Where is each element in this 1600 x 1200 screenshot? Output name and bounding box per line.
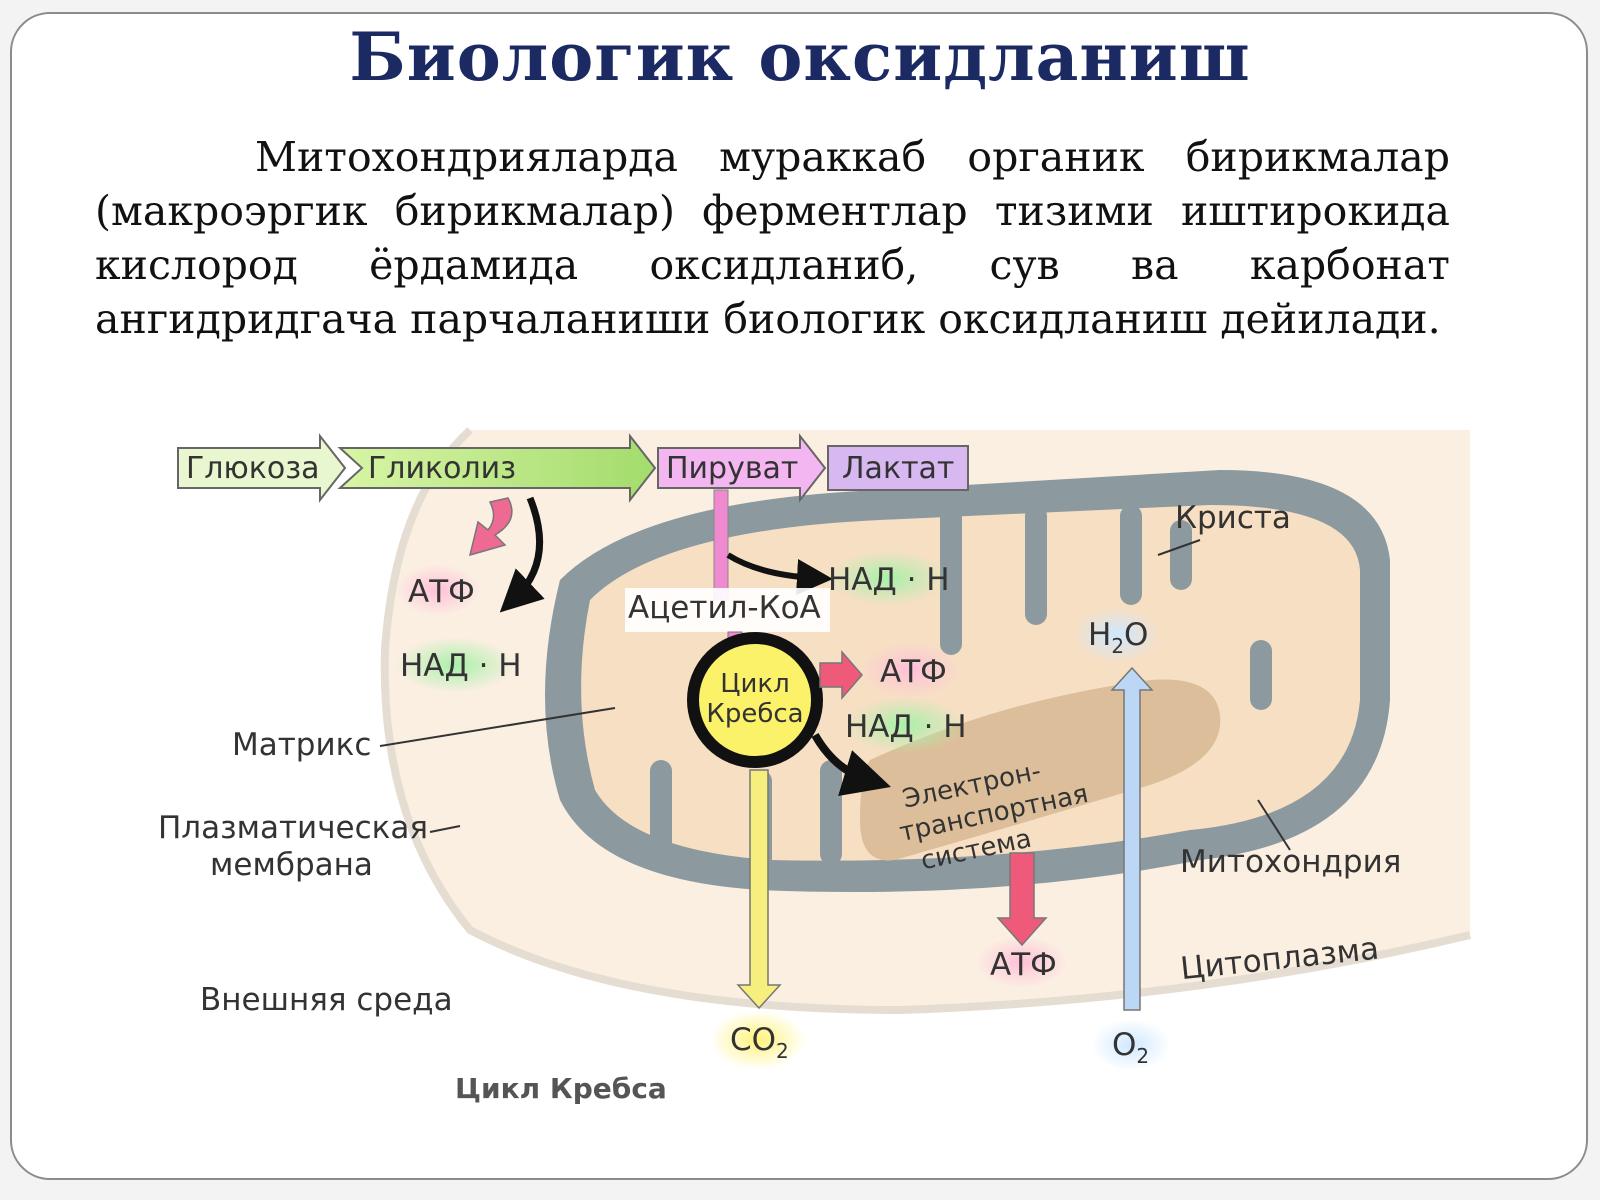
crista-label: Криста: [1175, 500, 1291, 536]
pyruvate-label: Пируват: [666, 451, 798, 486]
co2-arrow: [736, 769, 782, 1010]
krebs-atp-arrow: [819, 649, 863, 701]
plasma-membrane-icon: [380, 427, 1471, 1015]
glycolysis-label: Гликолиз: [368, 451, 516, 486]
h2o-glow: [1073, 607, 1161, 663]
nadh-glow: [845, 697, 965, 753]
nadh-glow: [395, 637, 515, 693]
krebs-to-etc-arrow: [811, 732, 891, 796]
nadh-arrow-icon: [499, 496, 545, 613]
o2-glow: [1091, 1019, 1171, 1071]
nadh-glow: [828, 550, 948, 606]
matrix-leader: [379, 707, 616, 747]
mitochondria-leader: [1257, 799, 1291, 851]
figure-caption: Цикл Кребса: [455, 1072, 667, 1105]
matrix-label: Матрикс: [232, 727, 371, 763]
nadh-label: НАД · Н: [400, 648, 522, 684]
acetyl-coa-label: Ацетил-КоА: [628, 590, 821, 626]
membrane-label: мембрана: [210, 847, 373, 883]
lactate-box: [827, 445, 969, 491]
etc-atp-arrow: [996, 852, 1048, 947]
pyruvate-down-arrow: [713, 489, 729, 601]
o2-arrow: [1110, 666, 1154, 1011]
nadh-label: НАД · Н: [845, 709, 967, 745]
lactate-label: Лактат: [842, 451, 954, 486]
atp-glow: [976, 936, 1068, 988]
atp-arrow-icon: [468, 497, 513, 557]
to-nadh-arrow: [726, 552, 833, 595]
co2-label: CO2: [730, 1022, 789, 1063]
atp-label: АТФ: [990, 947, 1057, 983]
definition-paragraph: Митохондрияларда мураккаб органик бирикм…: [95, 133, 1450, 343]
slide-title: Биологик оксидланиш: [349, 18, 1251, 96]
glucose-label: Глюкоза: [186, 451, 320, 486]
crista-leader: [1157, 539, 1201, 556]
co2-glow: [710, 1010, 806, 1070]
atp-glow: [396, 564, 480, 616]
acetyl-coa-box: [625, 588, 830, 632]
o2-label: O2: [1112, 1027, 1149, 1068]
h2o-label: H2O: [1088, 617, 1148, 658]
atp-label: АТФ: [880, 654, 947, 690]
krebs-cycle-circle: [687, 632, 823, 768]
glycolysis-arrow: [177, 433, 347, 503]
mitochondria-label: Митохондрия: [1180, 844, 1401, 880]
krebs-label: Кребса: [706, 699, 803, 729]
krebs-label: Цикл: [720, 669, 789, 699]
membrane-leader: [429, 825, 461, 833]
nadh-label: НАД · Н: [828, 562, 950, 598]
glycolysis-arrow: [337, 433, 657, 503]
atp-glow: [860, 642, 960, 698]
pyruvate-box: [657, 433, 827, 503]
atp-label: АТФ: [408, 574, 475, 610]
cristae-icon: [650, 505, 1272, 870]
membrane-label: Плазматическая: [158, 810, 428, 846]
environment-label: Внешняя среда: [200, 982, 453, 1018]
